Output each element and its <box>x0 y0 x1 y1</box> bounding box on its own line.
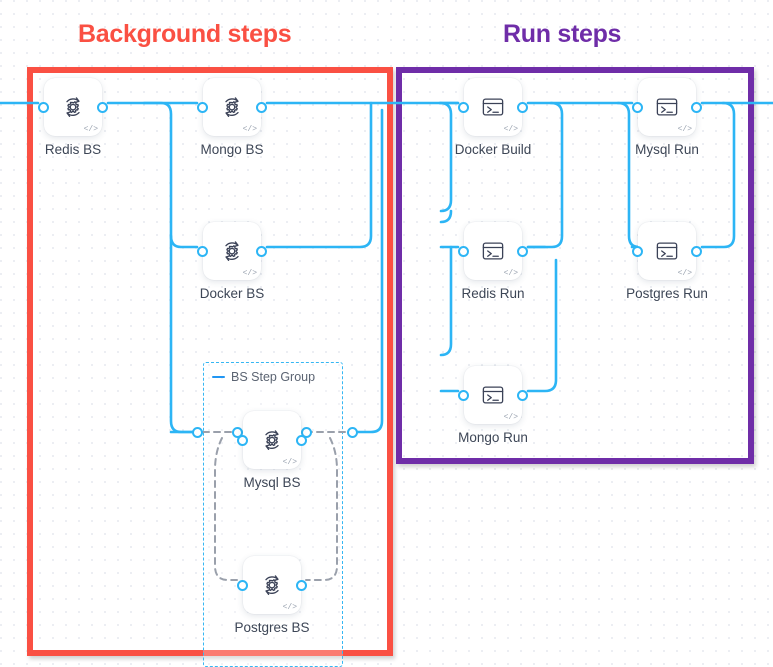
port-in-postgres-run[interactable] <box>632 245 643 257</box>
node-label-mongo-run: Mongo Run <box>458 430 528 445</box>
port-out-mongo-bs[interactable] <box>256 101 267 113</box>
port-out-mongo-run[interactable] <box>517 389 528 401</box>
code-icon[interactable]: </> <box>242 125 257 134</box>
node-card-mongo-bs[interactable]: </> <box>197 78 267 136</box>
port-in-redis-bs[interactable] <box>38 101 49 113</box>
node-label-mysql-run: Mysql Run <box>635 142 699 157</box>
node-card-postgres-bs[interactable]: </> <box>237 556 307 614</box>
code-icon[interactable]: </> <box>503 269 518 278</box>
port-out-docker-build[interactable] <box>517 101 528 113</box>
node-card-mysql-run[interactable]: </> <box>632 78 702 136</box>
port-in-docker-bs[interactable] <box>197 245 208 257</box>
port-out-redis-run[interactable] <box>517 245 528 257</box>
node-card-docker-bs[interactable]: </> <box>197 222 267 280</box>
node-card-redis-bs[interactable]: </> <box>38 78 108 136</box>
region-background-steps <box>27 67 393 656</box>
node-postgres-bs[interactable]: </> Postgres BS <box>234 556 310 635</box>
code-icon[interactable]: </> <box>282 603 297 612</box>
node-card-mongo-run[interactable]: </> <box>458 366 528 424</box>
node-label-redis-bs: Redis BS <box>44 142 102 157</box>
node-label-docker-build: Docker Build <box>454 142 532 157</box>
node-mysql-run[interactable]: </> Mysql Run <box>632 78 702 157</box>
node-mongo-bs[interactable]: </> Mongo BS <box>197 78 267 157</box>
node-postgres-run[interactable]: </> Postgres Run <box>626 222 708 301</box>
port-in-docker-build[interactable] <box>458 101 469 113</box>
node-label-docker-bs: Docker BS <box>199 286 265 301</box>
gear-sync-icon <box>225 241 239 262</box>
node-label-mongo-bs: Mongo BS <box>200 142 264 157</box>
port-in-redis-run[interactable] <box>458 245 469 257</box>
gear-sync-icon <box>265 430 279 451</box>
node-card-mysql-bs[interactable]: </> <box>237 411 307 469</box>
code-icon[interactable]: </> <box>503 125 518 134</box>
node-label-postgres-run: Postgres Run <box>626 286 708 301</box>
section-title-background: Background steps <box>78 20 292 48</box>
node-card-docker-build[interactable]: </> <box>458 78 528 136</box>
terminal-icon <box>482 98 504 116</box>
gear-sync-icon <box>265 575 279 596</box>
node-docker-build[interactable]: </> Docker Build <box>455 78 531 157</box>
code-icon[interactable]: </> <box>677 269 692 278</box>
node-mongo-run[interactable]: </> Mongo Run <box>458 366 528 445</box>
section-title-run: Run steps <box>503 20 622 48</box>
step-group-label: BS Step Group <box>231 370 316 384</box>
node-card-postgres-run[interactable]: </> <box>632 222 702 280</box>
code-icon[interactable]: </> <box>242 269 257 278</box>
port-group-right-inner[interactable] <box>301 427 312 438</box>
port-in-mysql-run[interactable] <box>632 101 643 113</box>
node-mysql-bs[interactable]: </> Mysql BS <box>237 411 307 490</box>
node-label-postgres-bs: Postgres BS <box>234 620 310 635</box>
minus-icon[interactable] <box>212 375 225 379</box>
node-docker-bs[interactable]: </> Docker BS <box>197 222 267 301</box>
node-label-redis-run: Redis Run <box>461 286 525 301</box>
node-redis-run[interactable]: </> Redis Run <box>458 222 528 301</box>
step-group-header[interactable]: BS Step Group <box>212 370 315 384</box>
code-icon[interactable]: </> <box>282 458 297 467</box>
port-out-postgres-run[interactable] <box>691 245 702 257</box>
port-in-mongo-run[interactable] <box>458 389 469 401</box>
terminal-icon <box>656 98 678 116</box>
code-icon[interactable]: </> <box>503 413 518 422</box>
port-out-docker-bs[interactable] <box>256 245 267 257</box>
node-label-mysql-bs: Mysql BS <box>243 475 301 490</box>
gear-sync-icon <box>66 97 80 118</box>
port-out-mysql-run[interactable] <box>691 101 702 113</box>
code-icon[interactable]: </> <box>677 125 692 134</box>
terminal-icon <box>482 242 504 260</box>
terminal-icon <box>482 386 504 404</box>
region-run-steps <box>396 67 754 464</box>
terminal-icon <box>656 242 678 260</box>
code-icon[interactable]: </> <box>83 125 98 134</box>
node-card-redis-run[interactable]: </> <box>458 222 528 280</box>
port-group-left-outer[interactable] <box>192 427 203 438</box>
gear-sync-icon <box>225 97 239 118</box>
port-out-redis-bs[interactable] <box>97 101 108 113</box>
port-out-mysql-bs[interactable] <box>296 434 307 446</box>
port-out-postgres-bs[interactable] <box>296 579 307 591</box>
port-in-mysql-bs[interactable] <box>237 434 248 446</box>
port-in-mongo-bs[interactable] <box>197 101 208 113</box>
node-redis-bs[interactable]: </> Redis BS <box>38 78 108 157</box>
port-group-right-outer[interactable] <box>347 427 358 438</box>
port-in-postgres-bs[interactable] <box>237 579 248 591</box>
